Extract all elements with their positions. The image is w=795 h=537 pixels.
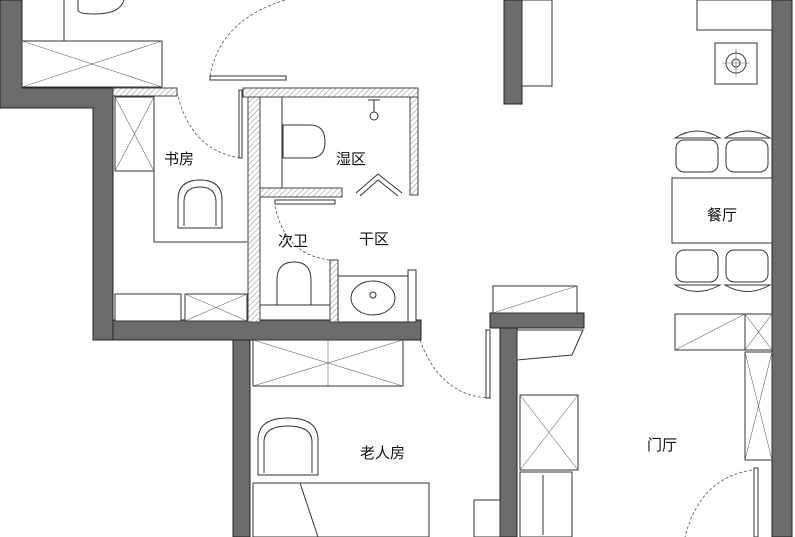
room-label-elder-room: 老人房 [360,444,405,462]
room-label-foyer: 门厅 [647,436,677,454]
wet-zone-fixtures [281,97,403,197]
dining-set [671,130,773,292]
foyer-cabinets [674,313,773,537]
study-furniture [114,0,287,322]
bathroom-partitions [112,87,419,323]
room-label-dry-zone: 干区 [359,230,389,248]
kitchen-fixtures [492,0,584,537]
room-label-secondary-bath: 次卫 [278,232,308,250]
room-label-wet-zone: 湿区 [336,150,366,168]
room-label-dining: 餐厅 [707,206,737,224]
elder-room-furniture [252,329,501,537]
wardrobe-top [21,0,163,88]
stove [696,0,773,85]
room-label-study: 书房 [164,150,194,168]
secondary-bath-fixtures [260,199,417,323]
